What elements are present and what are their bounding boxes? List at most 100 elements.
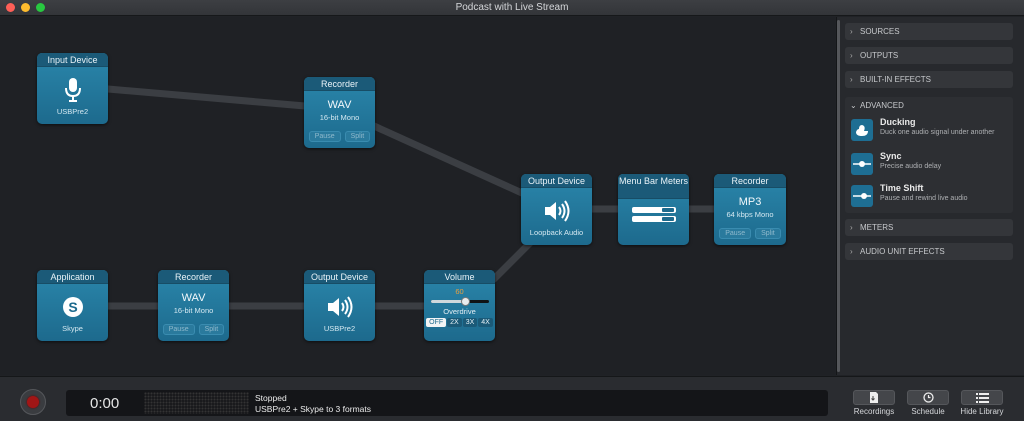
node-header: Recorder	[714, 174, 786, 188]
record-icon	[27, 396, 39, 408]
node-header: Input Device	[37, 53, 108, 67]
effect-description: Precise audio delay	[880, 163, 942, 170]
minimize-button[interactable]	[21, 3, 30, 12]
pause-button[interactable]: Pause	[719, 228, 752, 239]
node-header: Volume	[424, 270, 495, 284]
overdrive-label: Overdrive	[443, 307, 476, 316]
output-device-node-1[interactable]: Output Device USBPre2	[304, 270, 375, 341]
hide-library-button[interactable]	[961, 390, 1003, 405]
split-button[interactable]: Split	[198, 324, 225, 335]
format-detail: 64 kbps Mono	[726, 210, 774, 219]
status-text: Stopped	[255, 393, 287, 403]
clock-icon	[922, 392, 934, 403]
section-label: SOURCES	[860, 27, 900, 36]
application-node[interactable]: Application S Skype	[37, 270, 108, 341]
duck-icon	[851, 119, 873, 141]
recorder-node-3[interactable]: Recorder MP3 64 kbps Mono Pause Split	[714, 174, 786, 245]
chevron-down-icon: ⌄	[850, 101, 857, 110]
sync-icon	[851, 153, 873, 175]
overdrive-3x[interactable]: 3X	[462, 318, 478, 327]
section-sources[interactable]: › SOURCES	[845, 23, 1013, 40]
chevron-right-icon: ›	[850, 223, 853, 232]
close-button[interactable]	[6, 3, 15, 12]
section-audio-unit-effects[interactable]: › AUDIO UNIT EFFECTS	[845, 243, 1013, 260]
node-label: Loopback Audio	[529, 228, 584, 237]
node-label: Skype	[62, 324, 83, 333]
menu-bar-meters-node[interactable]: Menu Bar Meters	[618, 174, 689, 245]
effect-description: Duck one audio signal under another	[880, 129, 995, 136]
title-bar: Podcast with Live Stream	[0, 0, 1024, 16]
elapsed-time: 0:00	[90, 395, 120, 412]
node-header: Recorder	[158, 270, 229, 284]
hide-library-label: Hide Library	[960, 407, 1004, 416]
list-icon	[975, 392, 989, 403]
schedule-label: Schedule	[911, 407, 945, 416]
format-label: WAV	[181, 292, 206, 304]
pause-button[interactable]: Pause	[162, 324, 195, 335]
volume-slider[interactable]	[430, 297, 489, 306]
wire-recorder1-output2	[370, 122, 526, 197]
format-label: WAV	[327, 99, 352, 111]
chevron-right-icon: ›	[850, 51, 853, 60]
speaker-icon	[325, 292, 355, 322]
speaker-grille	[144, 392, 249, 414]
chevron-right-icon: ›	[850, 27, 853, 36]
level-meter-icon	[631, 207, 676, 222]
section-label: ADVANCED	[860, 101, 904, 110]
section-label: BUILT-IN EFFECTS	[860, 75, 931, 84]
chevron-right-icon: ›	[850, 247, 853, 256]
effect-time-shift[interactable]: Time Shift Pause and rewind live audio	[851, 183, 1011, 209]
recorder-node-2[interactable]: Recorder WAV 16-bit Mono Pause Split	[158, 270, 229, 341]
schedule-button[interactable]	[907, 390, 949, 405]
section-label: AUDIO UNIT EFFECTS	[860, 247, 945, 256]
overdrive-4x[interactable]: 4X	[478, 318, 493, 327]
overdrive-off[interactable]: OFF	[426, 318, 447, 327]
effect-sync[interactable]: Sync Precise audio delay	[851, 151, 1011, 177]
node-label: USBPre2	[323, 324, 356, 333]
effect-description: Pause and rewind live audio	[880, 195, 968, 202]
zoom-button[interactable]	[36, 3, 45, 12]
wire-input-recorder1	[104, 85, 309, 110]
connection-wires	[104, 85, 719, 310]
split-button[interactable]: Split	[755, 228, 781, 239]
record-button[interactable]	[20, 389, 46, 415]
overdrive-options: OFF 2X 3X 4X	[424, 318, 495, 327]
node-header: Output Device	[521, 174, 592, 188]
volume-node[interactable]: Volume 60 Overdrive OFF 2X 3X 4X	[424, 270, 495, 341]
advanced-header[interactable]: ⌄ADVANCED	[845, 97, 1013, 114]
section-meters[interactable]: ›METERS	[845, 219, 1013, 236]
split-button[interactable]: Split	[344, 131, 371, 142]
wire-volume-output2	[490, 239, 534, 283]
volume-value: 60	[455, 287, 464, 296]
format-label: MP3	[738, 196, 762, 208]
effect-name: Sync	[880, 151, 902, 161]
microphone-icon	[58, 75, 88, 105]
node-header: Recorder	[304, 77, 375, 91]
pipeline-canvas[interactable]: Input Device USBPre2 Recorder WAV 16-bit…	[0, 17, 835, 375]
node-header: Application	[37, 270, 108, 284]
recorder-node-1[interactable]: Recorder WAV 16-bit Mono Pause Split	[304, 77, 375, 148]
section-label: OUTPUTS	[860, 51, 899, 60]
recordings-label: Recordings	[853, 407, 895, 416]
bottom-toolbar: 0:00 Stopped USBPre2 + Skype to 3 format…	[0, 376, 1024, 421]
window-title: Podcast with Live Stream	[455, 2, 569, 13]
section-outputs[interactable]: › OUTPUTS	[845, 47, 1013, 64]
section-built-in-effects[interactable]: ›BUILT-IN EFFECTS	[845, 71, 1013, 88]
effect-name: Ducking	[880, 117, 916, 127]
status-display: 0:00 Stopped USBPre2 + Skype to 3 format…	[66, 390, 828, 416]
effect-ducking[interactable]: Ducking Duck one audio signal under anot…	[851, 117, 1011, 143]
format-detail: 16-bit Mono	[173, 306, 214, 315]
skype-icon: S	[58, 292, 88, 322]
slider-knob[interactable]	[460, 297, 470, 306]
node-header: Output Device	[304, 270, 375, 284]
scrollbar[interactable]	[837, 20, 840, 372]
input-device-node[interactable]: Input Device USBPre2	[37, 53, 108, 124]
pause-button[interactable]: Pause	[308, 131, 341, 142]
recordings-button[interactable]	[853, 390, 895, 405]
effect-name: Time Shift	[880, 183, 924, 193]
svg-text:S: S	[68, 299, 77, 315]
output-device-node-2[interactable]: Output Device Loopback Audio	[521, 174, 592, 245]
overdrive-2x[interactable]: 2X	[447, 318, 462, 327]
status-detail: USBPre2 + Skype to 3 formats	[255, 404, 371, 414]
